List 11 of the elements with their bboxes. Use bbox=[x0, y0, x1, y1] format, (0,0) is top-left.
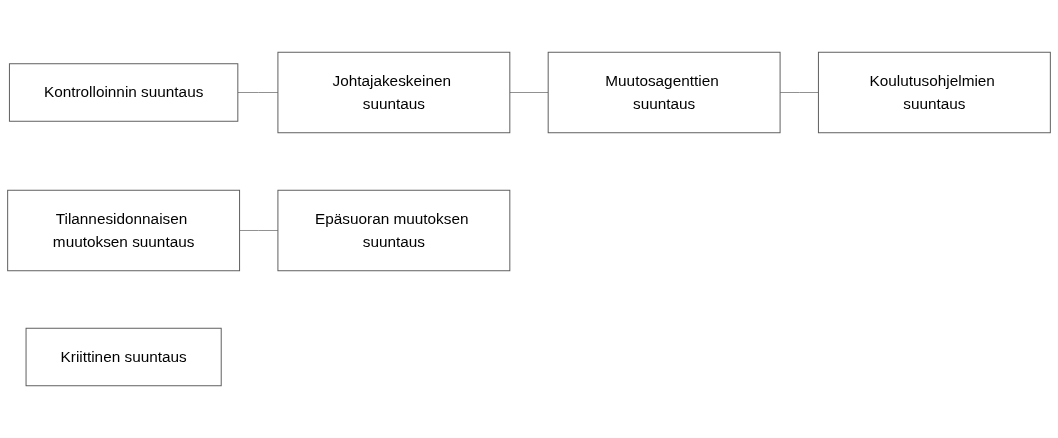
node-box: Kontrolloinnin suuntaus bbox=[8, 63, 239, 122]
node-box: Tilannesidonnaisen muutoksen suuntaus bbox=[7, 189, 241, 272]
node-box: Epäsuoran muutoksen suuntaus bbox=[277, 189, 511, 272]
node-box: Kriittinen suuntaus bbox=[25, 327, 222, 387]
connector bbox=[509, 92, 549, 93]
node-box: Johtajakeskeinen suuntaus bbox=[277, 51, 511, 134]
connector bbox=[779, 92, 819, 93]
node-box: Muutosagenttien suuntaus bbox=[547, 51, 781, 134]
connector bbox=[239, 230, 279, 231]
node-box: Koulutusohjelmien suuntaus bbox=[817, 51, 1051, 134]
connector bbox=[237, 92, 279, 93]
